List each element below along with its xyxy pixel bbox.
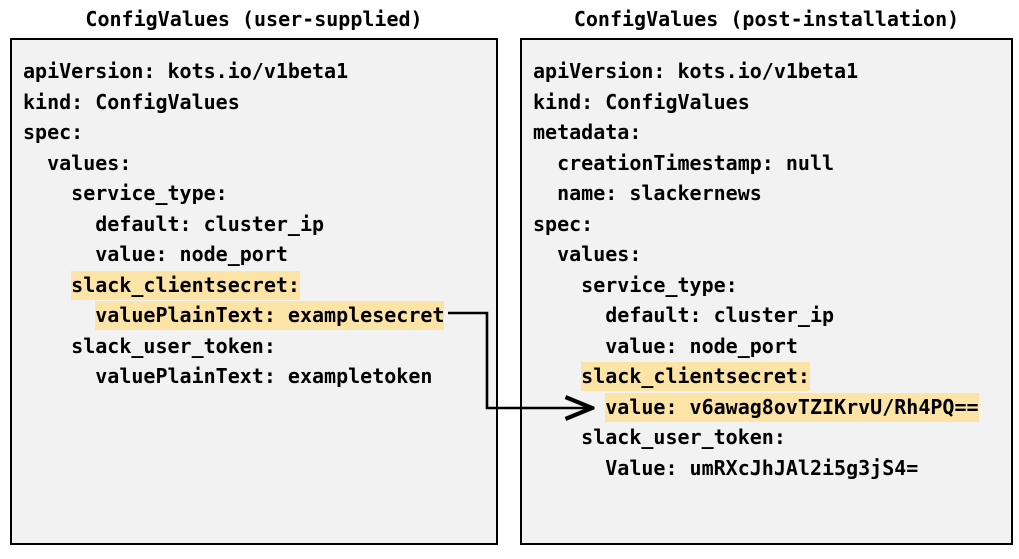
right-yaml-line-indent xyxy=(533,395,605,419)
right-yaml-line-indent xyxy=(533,364,581,388)
right-yaml-line-text: default: cluster_ip xyxy=(605,303,835,327)
right-yaml-line-text: slack_user_token: xyxy=(581,425,786,449)
right-yaml-line: apiVersion: kots.io/v1beta1 xyxy=(533,56,1009,87)
left-yaml-line-text: valuePlainText: examplesecret xyxy=(95,301,445,330)
right-yaml-line-indent xyxy=(533,273,581,297)
right-yaml-line: Value: umRXcJhJAl2i5g3jS4= xyxy=(533,453,1009,484)
left-yaml-line: spec: xyxy=(23,117,494,148)
right-yaml-line-text: name: slackernews xyxy=(557,181,762,205)
left-yaml-line-indent xyxy=(23,151,47,175)
right-yaml-line-indent xyxy=(533,456,605,480)
right-yaml-line: spec: xyxy=(533,209,1009,240)
right-yaml-line: slack_clientsecret: xyxy=(533,361,1009,392)
right-yaml-line: name: slackernews xyxy=(533,178,1009,209)
left-yaml-line-indent xyxy=(23,181,71,205)
right-yaml-line: service_type: xyxy=(533,270,1009,301)
left-yaml-line: kind: ConfigValues xyxy=(23,87,494,118)
right-panel-title: ConfigValues (post-installation) xyxy=(573,7,960,31)
left-yaml-line: service_type: xyxy=(23,178,494,209)
right-yaml-line: metadata: xyxy=(533,117,1009,148)
left-yaml-line-indent xyxy=(23,273,71,297)
right-yaml-line: slack_user_token: xyxy=(533,422,1009,453)
right-yaml-line: values: xyxy=(533,239,1009,270)
right-panel-yaml-code: apiVersion: kots.io/v1beta1 kind: ConfigV… xyxy=(533,56,1009,483)
right-yaml-line-text: service_type: xyxy=(581,272,738,297)
right-yaml-line: value: v6awag8ovTZIKrvU/Rh4PQ== xyxy=(533,392,1009,423)
left-yaml-line-indent xyxy=(23,364,95,388)
right-yaml-line: kind: ConfigValues xyxy=(533,87,1009,118)
right-yaml-line-indent xyxy=(533,334,605,358)
right-yaml-line-indent xyxy=(533,242,557,266)
right-yaml-line-text: spec: xyxy=(533,211,594,236)
left-panel-yaml-code: apiVersion: kots.io/v1beta1 kind: ConfigV… xyxy=(23,56,494,392)
left-yaml-line-text: kind: ConfigValues xyxy=(23,89,240,114)
right-panel-post-installation-configvalues: apiVersion: kots.io/v1beta1 kind: ConfigV… xyxy=(520,38,1013,545)
right-yaml-line-text: metadata: xyxy=(533,120,642,144)
left-yaml-line-text: service_type: xyxy=(71,181,228,205)
left-yaml-line: slack_user_token: xyxy=(23,331,494,362)
right-yaml-line-text: kind: ConfigValues xyxy=(533,89,750,114)
left-yaml-line: value: node_port xyxy=(23,239,494,270)
right-yaml-line-text: values: xyxy=(557,242,642,266)
left-yaml-line: default: cluster_ip xyxy=(23,209,494,240)
right-yaml-line: default: cluster_ip xyxy=(533,300,1009,331)
left-yaml-line-text: slack_user_token: xyxy=(71,333,276,358)
right-yaml-line-text: value: v6awag8ovTZIKrvU/Rh4PQ== xyxy=(605,392,979,422)
left-yaml-line: values: xyxy=(23,148,494,179)
right-yaml-line-text: value: node_port xyxy=(605,333,798,358)
right-yaml-line-indent xyxy=(533,151,557,175)
right-yaml-line-text: slack_clientsecret: xyxy=(581,362,810,391)
left-yaml-line-text: apiVersion: kots.io/v1beta1 xyxy=(23,59,349,83)
right-yaml-line-text: Value: umRXcJhJAl2i5g3jS4= xyxy=(605,455,919,480)
left-panel-user-supplied-configvalues: apiVersion: kots.io/v1beta1 kind: ConfigV… xyxy=(10,38,498,545)
left-yaml-line-indent xyxy=(23,334,71,358)
left-yaml-line-text: slack_clientsecret: xyxy=(71,270,300,300)
left-yaml-line-indent xyxy=(23,212,95,236)
left-yaml-line-text: valuePlainText: exampletoken xyxy=(95,364,433,388)
right-yaml-line-text: apiVersion: kots.io/v1beta1 xyxy=(533,59,859,83)
left-yaml-line-text: value: node_port xyxy=(95,242,288,266)
left-yaml-line-text: values: xyxy=(47,150,132,175)
left-yaml-line: apiVersion: kots.io/v1beta1 xyxy=(23,56,494,87)
right-yaml-line-text: creationTimestamp: null xyxy=(557,150,835,175)
left-yaml-line-text: default: cluster_ip xyxy=(95,211,325,236)
left-yaml-line: slack_clientsecret: xyxy=(23,270,494,301)
left-yaml-line: valuePlainText: exampletoken xyxy=(23,361,494,392)
left-panel-title: ConfigValues (user-supplied) xyxy=(85,7,423,31)
left-yaml-line-text: spec: xyxy=(23,120,84,144)
left-yaml-line-indent xyxy=(23,242,95,266)
right-yaml-line: value: node_port xyxy=(533,331,1009,362)
right-yaml-line-indent xyxy=(533,303,605,327)
left-yaml-line: valuePlainText: examplesecret xyxy=(23,300,494,331)
left-yaml-line-indent xyxy=(23,303,95,327)
right-yaml-line: creationTimestamp: null xyxy=(533,148,1009,179)
right-yaml-line-indent xyxy=(533,181,557,205)
right-yaml-line-indent xyxy=(533,425,581,449)
